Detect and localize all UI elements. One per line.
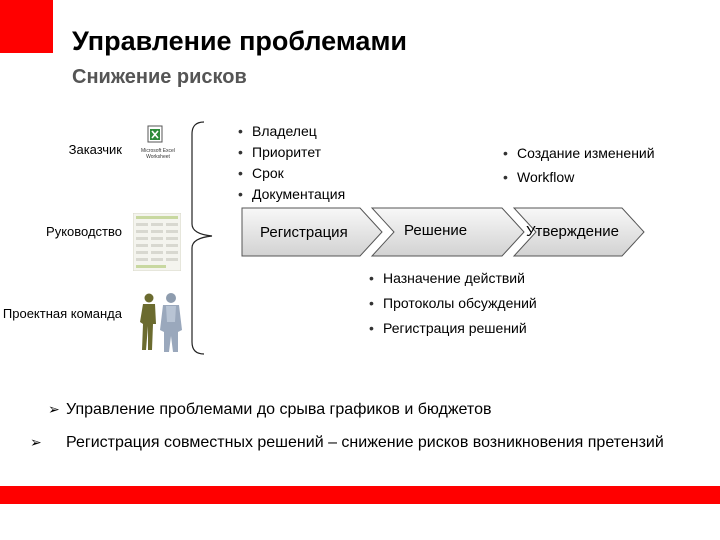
list-item: •Приоритет [238,144,322,160]
list-item: •Назначение действий [369,270,525,286]
slide-subtitle: Снижение рисков [72,66,247,88]
registration-bullets: •Владелец •Приоритет •Срок •Документация [238,121,345,205]
stakeholder-label-customer: Заказчик [68,142,122,157]
slide-title: Управление проблемами [72,26,408,56]
list-item: •Владелец [238,123,317,139]
arrow-bullet-icon: ➢ [30,434,42,450]
step-label-decision: Решение [404,222,468,239]
list-item: •Регистрация решений [369,320,527,336]
list-item: •Создание изменений [503,145,655,161]
approval-bullets: •Создание изменений •Workflow [503,141,655,189]
excel-icon-caption: Microsoft Excel Worksheet [141,148,175,160]
chevron-registration [241,207,383,257]
main-point: ➢Регистрация совместных решений – снижен… [30,431,666,454]
people-figures-icon [138,292,190,359]
grouping-brace [188,120,218,361]
list-item: •Протоколы обсуждений [369,295,537,311]
report-document-icon [132,212,182,276]
decision-bullets: •Назначение действий •Протоколы обсужден… [369,266,537,341]
list-item: •Документация [238,186,346,202]
process-flow [240,204,650,264]
stakeholder-label-management: Руководство [46,224,122,239]
list-item: •Срок [238,165,284,181]
chevron-approval [512,207,645,257]
stakeholder-label-team: Проектная команда [2,306,122,321]
red-accent-square [0,0,53,53]
excel-worksheet-icon [137,125,177,167]
main-point: ➢Управление проблемами до срыва графиков… [48,398,491,421]
main-points: ➢Управление проблемами до срыва графиков… [30,398,708,478]
step-label-registration: Регистрация [260,224,348,241]
red-footer-bar [0,486,720,504]
chevron-decision [370,207,525,257]
step-label-approval: Утверждение [526,223,620,240]
arrow-bullet-icon: ➢ [48,401,60,417]
list-item: •Workflow [503,169,575,185]
